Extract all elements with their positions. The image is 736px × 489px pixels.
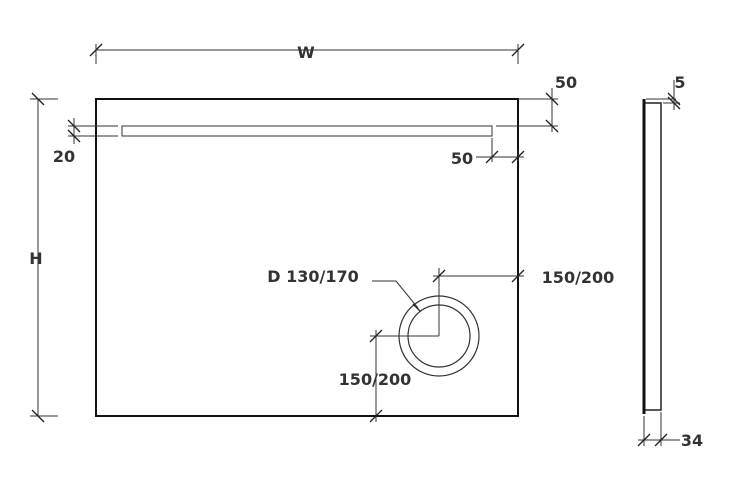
slot-top-offset-dimension: 50 (496, 73, 577, 133)
drain-slot (121, 125, 493, 137)
slot-side-offset-label: 50 (451, 149, 473, 168)
side-profile-body (645, 102, 662, 411)
side-lip-label: 5 (674, 73, 685, 92)
slot-height-label: 20 (53, 147, 75, 166)
drain-diameter-label: D 130/170 (267, 267, 359, 286)
height-dimension: H (29, 92, 58, 423)
slot-side-offset-dimension: 50 (451, 138, 525, 168)
height-label: H (29, 249, 42, 268)
side-view: 5 34 (637, 73, 703, 450)
drain: D 130/170 150/200 150/200 (267, 267, 615, 423)
drain-offset-x-label: 150/200 (542, 268, 615, 287)
side-thickness-label: 34 (681, 431, 703, 450)
width-label: W (297, 43, 315, 62)
tray-outline (95, 98, 519, 417)
drain-offset-y-label: 150/200 (339, 370, 412, 389)
slot-height-dimension: 20 (53, 118, 118, 166)
slot-top-offset-label: 50 (555, 73, 577, 92)
width-dimension: W (89, 43, 525, 64)
